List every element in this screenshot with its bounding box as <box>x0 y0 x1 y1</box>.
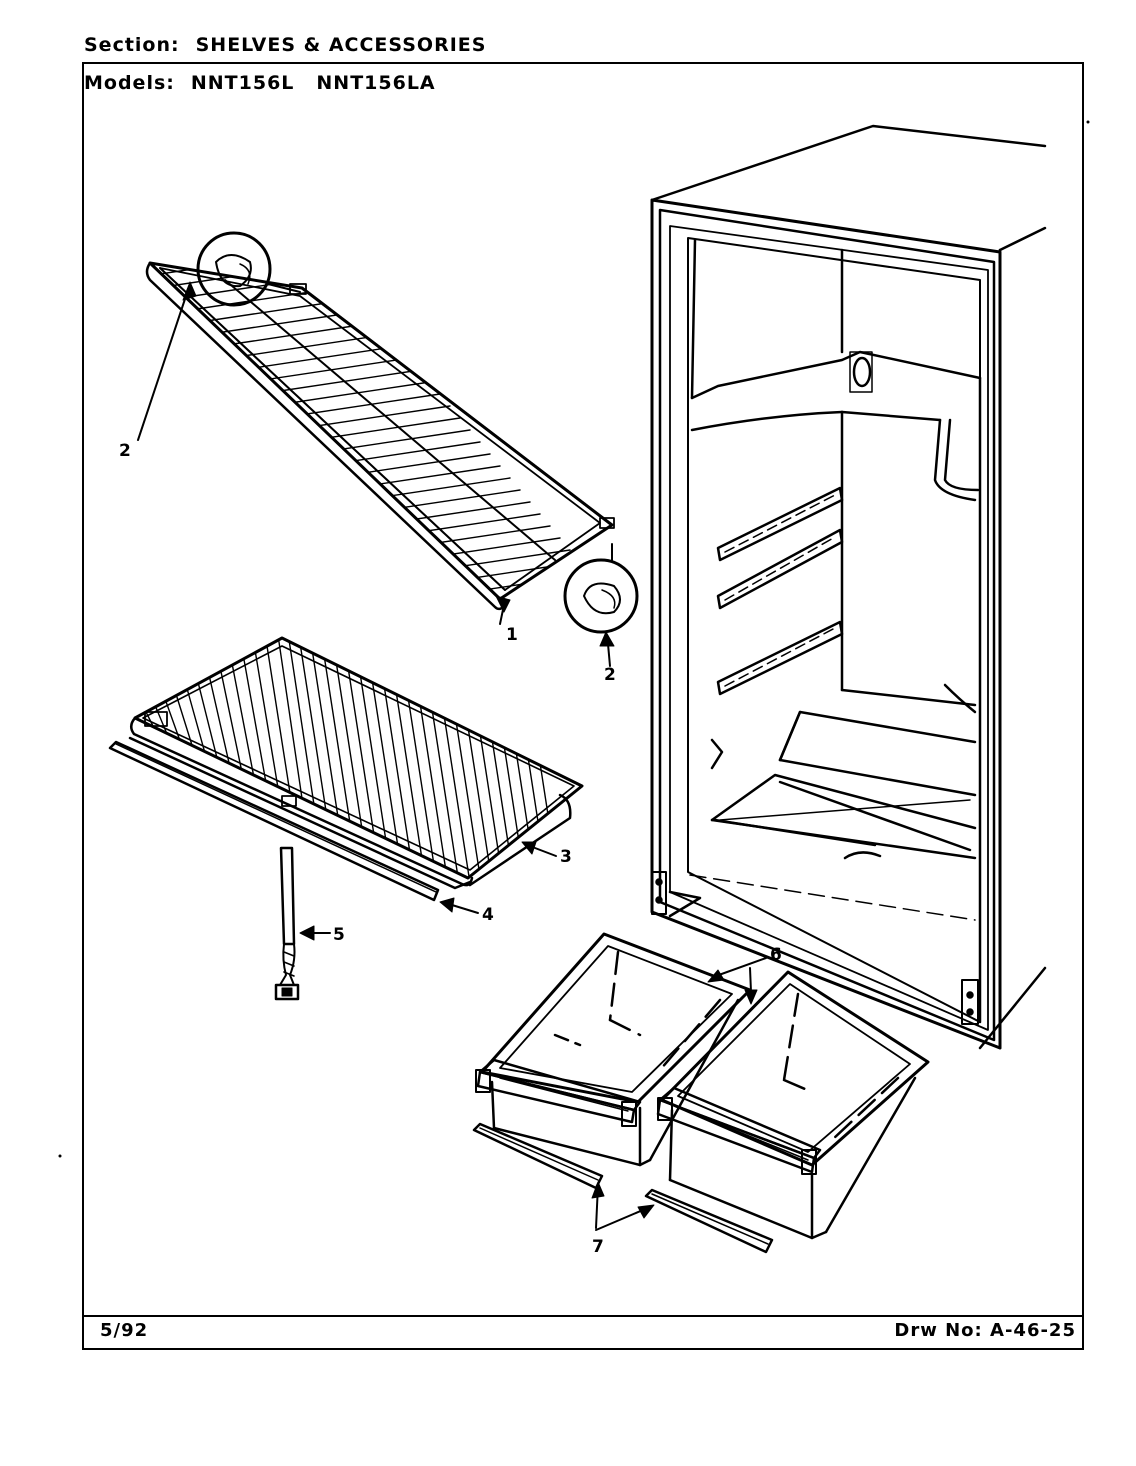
callout-6: 6 <box>770 945 782 965</box>
models-label: Models: <box>84 72 175 94</box>
models-header: Models: NNT156L NNT156LA <box>84 72 458 94</box>
drawer-trim-7 <box>472 1122 774 1254</box>
shelf-trim-4 <box>108 740 440 902</box>
callout-5: 5 <box>333 925 345 945</box>
callout-1: 1 <box>506 625 518 645</box>
callout-2: 2 <box>604 665 616 685</box>
end-cap-detail <box>563 543 639 634</box>
crisper-drawer-left <box>475 932 752 1167</box>
refrigerator-cabinet <box>650 124 1047 1050</box>
end-cap-detail <box>196 231 301 307</box>
footer-date: 5/92 <box>100 1320 149 1341</box>
callout-2: 2 <box>119 441 131 461</box>
wire-shelf-1 <box>145 261 615 611</box>
wire-shelf-3 <box>128 636 584 890</box>
section-label: Section: <box>84 34 180 56</box>
section-value: SHELVES & ACCESSORIES <box>195 34 487 56</box>
callout-numbers: 2 1 2 3 4 5 6 7 <box>119 441 782 1257</box>
callout-3: 3 <box>560 847 572 867</box>
drawing-frame <box>82 62 1084 1350</box>
callout-4: 4 <box>482 905 494 925</box>
drawing-number: Drw No: A-46-25 <box>894 1320 1076 1341</box>
crisper-drawer-right <box>656 970 930 1240</box>
leader-lines <box>137 281 767 1231</box>
model-number: NNT156LA <box>316 72 436 94</box>
section-header: Section: SHELVES & ACCESSORIES <box>84 34 486 56</box>
callout-7: 7 <box>592 1237 604 1257</box>
model-number: NNT156L <box>190 72 295 94</box>
footer-rule <box>82 1315 1084 1317</box>
support-rod-5 <box>274 846 300 1001</box>
